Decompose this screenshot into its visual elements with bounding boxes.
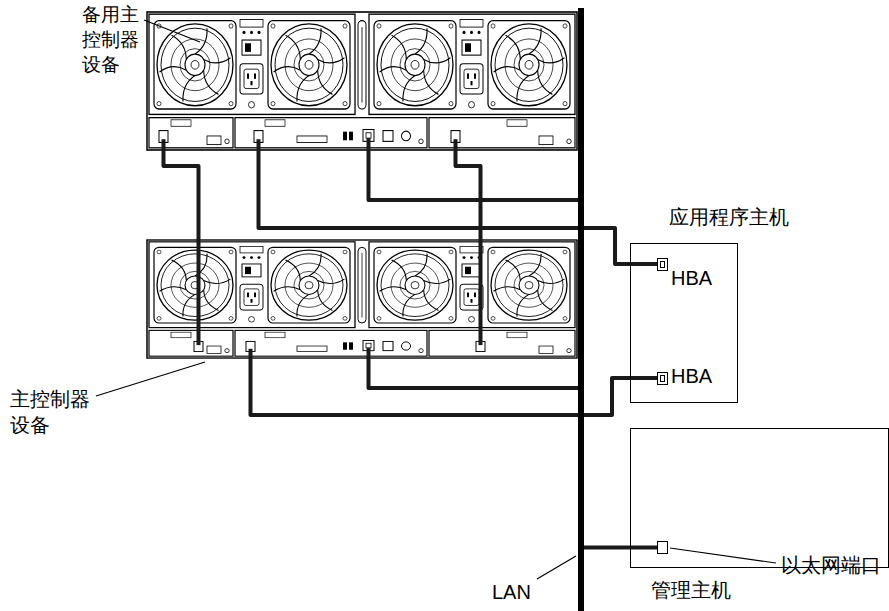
cable bbox=[584, 546, 657, 550]
host-label: 管理主机 bbox=[651, 578, 731, 602]
application-host: 应用程序主机HBAHBA bbox=[630, 243, 738, 403]
ethernet-port: 以太网端口 bbox=[657, 541, 668, 554]
hba-port: HBA bbox=[657, 256, 717, 288]
primary-array-drawing bbox=[147, 240, 577, 358]
network-label: LAN bbox=[492, 580, 531, 604]
host-label: 应用程序主机 bbox=[669, 205, 789, 229]
cable bbox=[369, 358, 579, 388]
port-icon bbox=[657, 258, 668, 271]
device-label: 主控制器设备 bbox=[10, 386, 90, 438]
primary-controller-tray: 主控制器设备 bbox=[147, 240, 577, 358]
leader-line bbox=[537, 556, 576, 579]
cable bbox=[369, 150, 579, 200]
lan-bus: LAN bbox=[578, 8, 584, 611]
cable-stub bbox=[199, 240, 481, 358]
port-label: 以太网端口 bbox=[781, 553, 881, 577]
leader-line bbox=[670, 548, 776, 563]
cable-stub bbox=[164, 138, 456, 150]
cable bbox=[251, 358, 658, 415]
array-rear-panel bbox=[147, 240, 577, 358]
leader-line bbox=[96, 362, 205, 396]
management-host: 管理主机以太网端口 bbox=[630, 428, 889, 568]
backup-array-drawing bbox=[147, 12, 577, 150]
leader-lines bbox=[96, 20, 776, 579]
device-label: 备用主控制器设备 bbox=[82, 2, 139, 77]
leader-line bbox=[144, 20, 200, 42]
cable bbox=[259, 150, 658, 264]
cable bbox=[164, 150, 199, 240]
hba-port: HBA bbox=[657, 364, 717, 396]
port-label: HBA bbox=[671, 364, 712, 388]
port-label: HBA bbox=[671, 266, 712, 290]
array-rear-panel bbox=[147, 12, 577, 150]
port-icon bbox=[657, 372, 668, 385]
backup-controller-tray: 备用主控制器设备 bbox=[147, 12, 577, 150]
